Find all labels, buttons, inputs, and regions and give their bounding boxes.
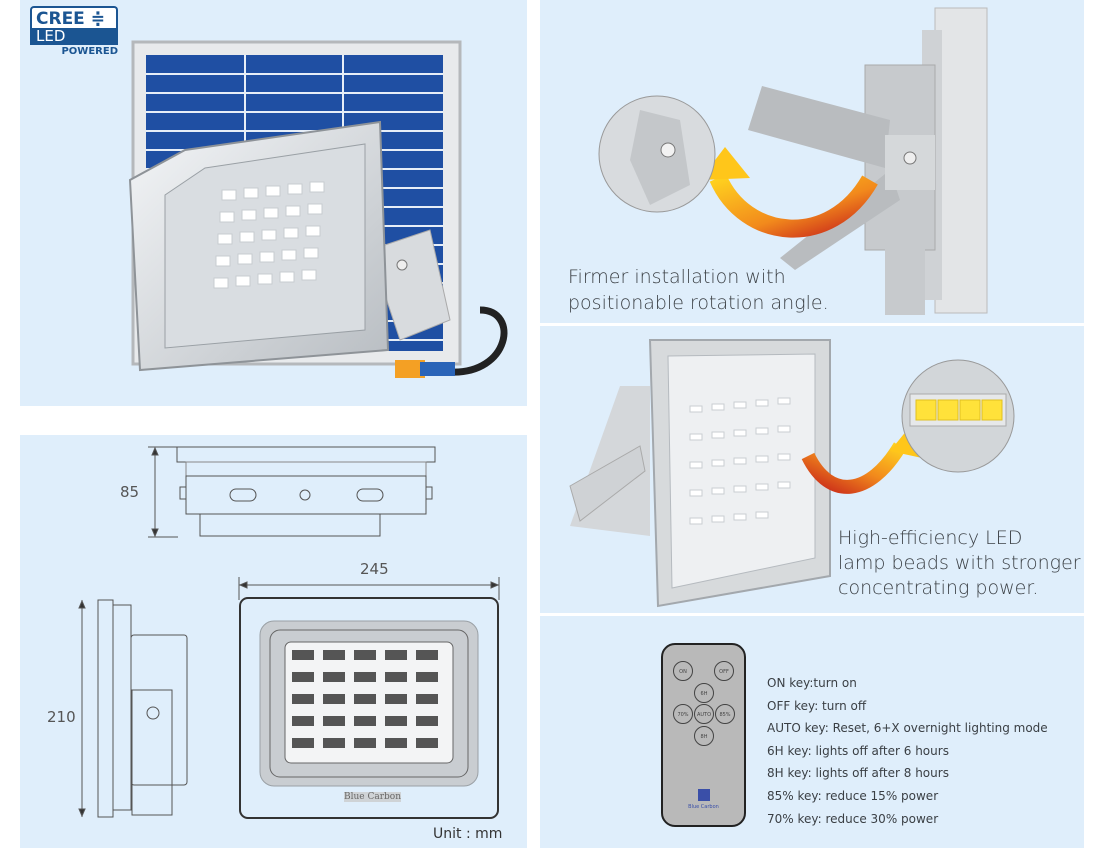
legend-item: ON key:turn on: [767, 676, 857, 690]
legend-item: 70% key: reduce 30% power: [767, 811, 939, 826]
led-feature-panel: High-efficiency LED lamp beads with stro…: [540, 326, 1084, 613]
dim-width: 245: [360, 560, 389, 578]
remote-auto-button: AUTO: [694, 704, 714, 724]
unit-label: Unit : mm: [433, 826, 503, 842]
dim-height-side: 85: [120, 483, 140, 501]
legend-item: AUTO key: Reset, 6+X overnight lighting …: [767, 721, 1048, 736]
brand-mark: Blue Carbon: [344, 792, 402, 802]
remote-on-button: ON: [673, 661, 693, 681]
legend-item: 8H key: lights off after 8 hours: [767, 766, 949, 781]
cree-logo-icon: ≑: [90, 9, 105, 29]
badge-brand: CREE: [36, 9, 85, 29]
badge-led: LED: [30, 28, 118, 45]
rotation-caption: Firmer installation with positionable ro…: [568, 266, 829, 314]
dim-height: 210: [47, 708, 76, 726]
solar-flood-light-image: [128, 40, 508, 378]
remote-70-button: 70%: [673, 704, 693, 724]
remote-key-legend: ON key:turn on OFF key: turn off AUTO ke…: [767, 672, 1048, 830]
remote-off-button: OFF: [714, 661, 734, 681]
legend-item: 6H key: lights off after 6 hours: [767, 743, 949, 758]
bracket-rotation-image: [598, 7, 988, 315]
dimension-drawing-panel: 85 245 210 Blue Carbon Unit : mm: [20, 435, 527, 848]
cree-led-badge: CREE ≑ LED POWERED: [30, 6, 118, 59]
badge-powered: POWERED: [61, 46, 118, 57]
remote-control-panel: ON OFF 6H 70% AUTO 85% 8H Blue Carbon ON…: [540, 616, 1084, 848]
rotation-feature-panel: Firmer installation with positionable ro…: [540, 0, 1084, 323]
product-hero-panel: CREE ≑ LED POWERED: [20, 0, 527, 406]
led-beads-image: [569, 339, 1015, 608]
remote-6h-button: 6H: [694, 683, 714, 703]
legend-item: OFF key: turn off: [767, 698, 867, 713]
led-caption: High-efficiency LED lamp beads with stro…: [838, 527, 1081, 599]
legend-item: 85% key: reduce 15% power: [767, 788, 939, 803]
blue-carbon-logo-icon: [698, 789, 710, 801]
dimension-drawings: [78, 446, 500, 819]
remote-brand: Blue Carbon: [688, 804, 719, 810]
remote-85-button: 85%: [715, 704, 735, 724]
remote-8h-button: 8H: [694, 726, 714, 746]
remote-control: ON OFF 6H 70% AUTO 85% 8H Blue Carbon: [661, 643, 746, 827]
